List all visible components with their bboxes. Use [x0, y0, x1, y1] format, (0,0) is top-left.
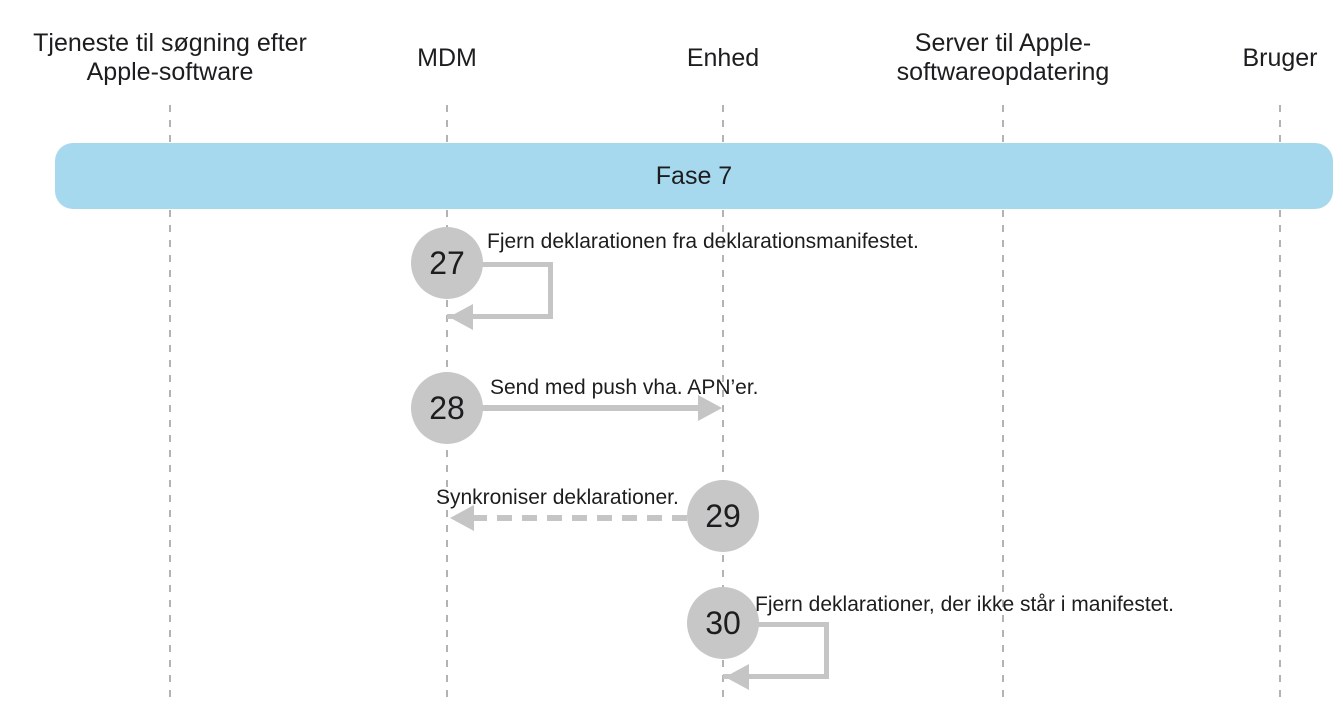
phase-label: Fase 7: [655, 161, 733, 190]
step-28-arrowhead-icon: [698, 395, 722, 421]
step-29-label: Synkroniser deklarationer.: [436, 486, 679, 509]
step-27-badge: 27: [411, 227, 483, 299]
lifeline-device: [722, 105, 724, 705]
step-29-arrow-shaft: [472, 515, 723, 521]
step-28-arrow-shaft: [447, 405, 699, 411]
step-29-badge: 29: [687, 480, 759, 552]
step-29-arrowhead-icon: [450, 505, 474, 531]
column-header-apple-software-update-server: Server til Apple-softwareopdatering: [896, 29, 1110, 86]
step-30-arrowhead-icon: [725, 664, 749, 690]
column-header-apple-software-lookup-service: Tjeneste til søgning efter Apple-softwar…: [33, 29, 307, 86]
step-27-self-loop-arrow: [447, 262, 553, 319]
step-30-badge: 30: [687, 587, 759, 659]
lifeline-apple-software-lookup-service: [169, 105, 171, 705]
step-30-self-loop-arrow: [723, 622, 829, 679]
step-28-badge: 28: [411, 372, 483, 444]
column-header-device: Enhed: [686, 43, 760, 72]
column-header-user: Bruger: [1242, 43, 1318, 72]
phase-banner: Fase 7: [55, 143, 1333, 209]
step-30-label: Fjern deklarationer, der ikke står i man…: [755, 593, 1175, 616]
column-header-mdm: MDM: [417, 43, 477, 72]
lifeline-user: [1279, 105, 1281, 705]
lifeline-apple-software-update-server: [1002, 105, 1004, 705]
step-28-label: Send med push vha. APN’er.: [490, 376, 759, 399]
step-27-label: Fjern deklarationen fra deklarationsmani…: [487, 230, 919, 253]
step-27-arrowhead-icon: [449, 304, 473, 330]
